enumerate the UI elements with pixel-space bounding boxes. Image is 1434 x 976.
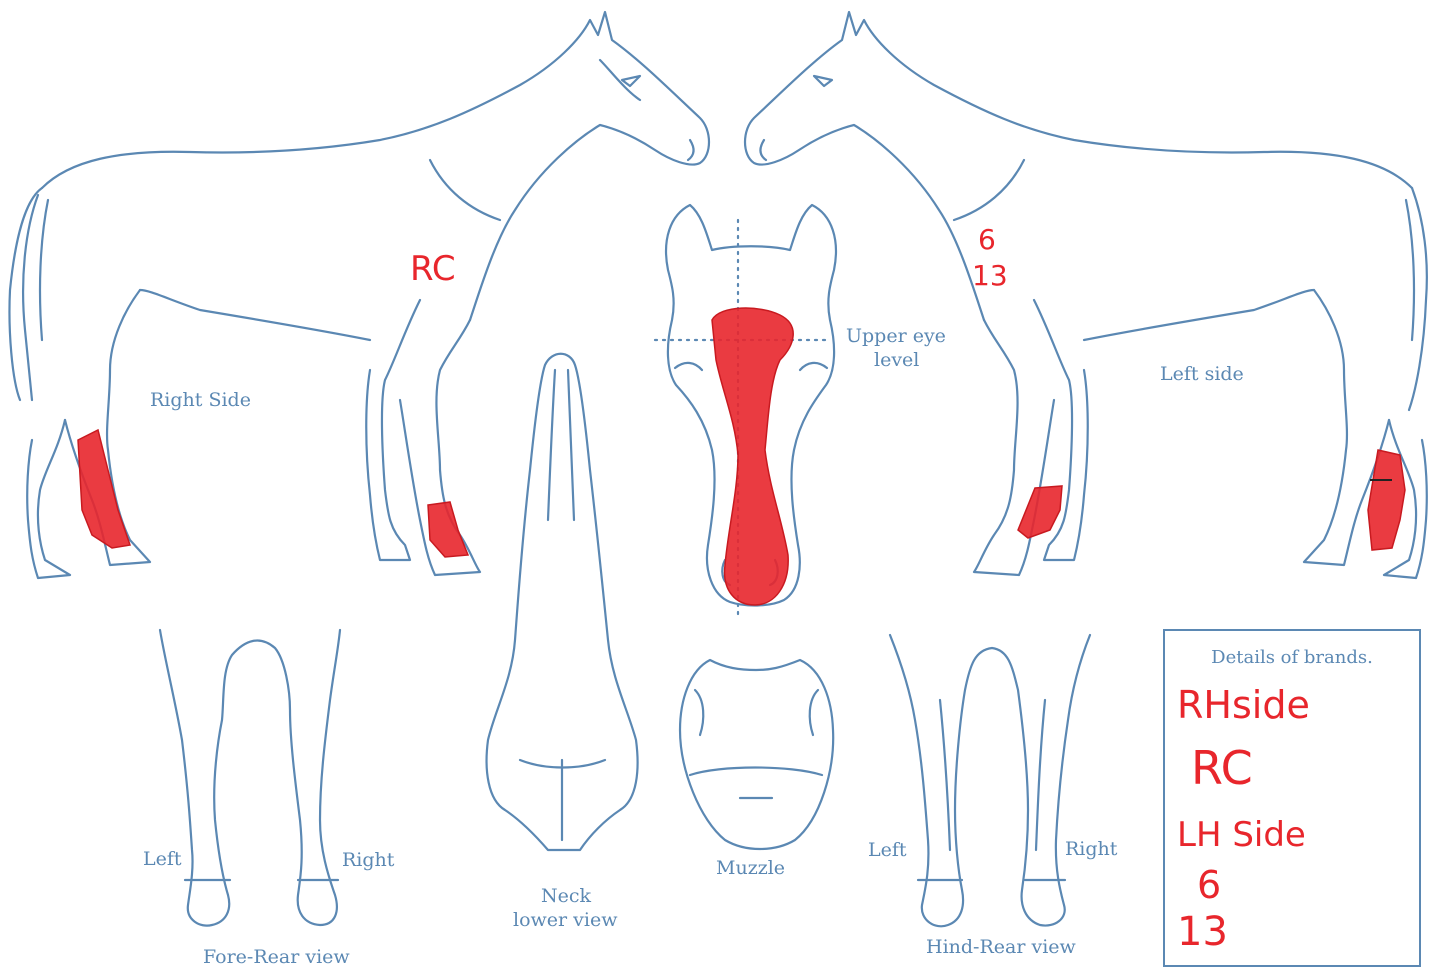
markings bbox=[78, 308, 1405, 605]
brand-entry-rh-side: RHside bbox=[1177, 683, 1310, 727]
hind-rear-view-outline bbox=[890, 635, 1090, 926]
left-side-horse-outline bbox=[745, 12, 1427, 578]
muzzle-outline bbox=[680, 660, 833, 849]
left-hind-leg-marking bbox=[1368, 450, 1405, 550]
right-shoulder-brand-mark: RC bbox=[410, 252, 456, 286]
neck-lower-view-label-line1: Neck bbox=[541, 885, 591, 908]
fore-rear-view-label: Fore-Rear view bbox=[203, 946, 350, 969]
neck-lower-view-outline bbox=[487, 354, 638, 850]
fore-left-label: Left bbox=[143, 848, 182, 871]
right-side-label: Right Side bbox=[150, 389, 251, 412]
brand-details-box: Details of brands. RHside RC LH Side 6 1… bbox=[1163, 629, 1421, 967]
hind-right-label: Right bbox=[1065, 838, 1117, 861]
brand-entry-rc: RC bbox=[1191, 741, 1253, 795]
brand-entry-lh-side: LH Side bbox=[1177, 815, 1306, 855]
fore-rear-view-outline bbox=[160, 630, 340, 926]
left-side-label: Left side bbox=[1160, 363, 1244, 386]
left-shoulder-brand-mark-line1: 6 bbox=[978, 226, 996, 254]
neck-lower-view-label-line2: lower view bbox=[513, 909, 617, 932]
hind-rear-view-label: Hind-Rear view bbox=[926, 936, 1076, 959]
left-shoulder-brand-mark-line2: 13 bbox=[972, 262, 1008, 290]
upper-eye-level-label-line2: level bbox=[874, 349, 919, 372]
brand-entry-13: 13 bbox=[1177, 909, 1228, 955]
fore-right-label: Right bbox=[342, 849, 394, 872]
right-fore-leg-marking bbox=[428, 502, 468, 557]
left-fore-leg-marking bbox=[1018, 486, 1062, 538]
right-hind-leg-marking bbox=[78, 430, 130, 548]
muzzle-label: Muzzle bbox=[716, 857, 785, 880]
brand-entry-6: 6 bbox=[1197, 863, 1221, 907]
hind-left-label: Left bbox=[868, 839, 907, 862]
brand-details-title: Details of brands. bbox=[1165, 647, 1419, 668]
upper-eye-level-label-line1: Upper eye bbox=[846, 325, 946, 348]
